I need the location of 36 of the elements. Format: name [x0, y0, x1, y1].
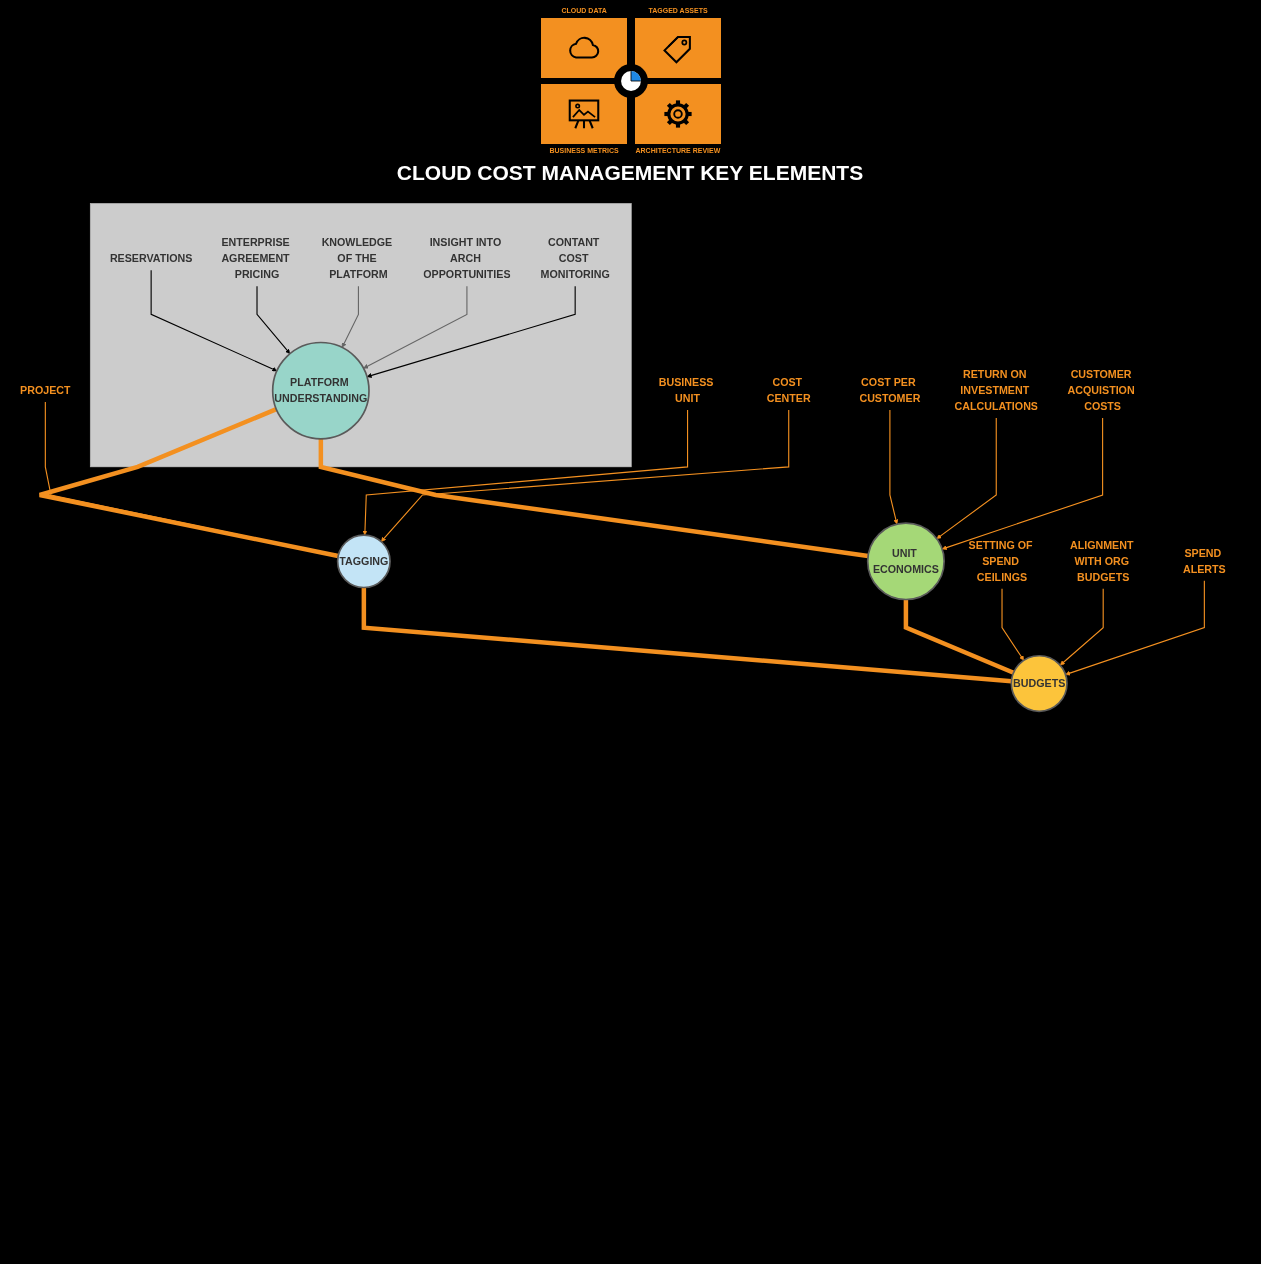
arrow [341, 285, 359, 348]
node-circle: TAGGING [336, 534, 391, 589]
node-text: ALIGNMENT WITH ORG BUDGETS [1069, 538, 1134, 583]
node-text: CONTANT COST MONITORING [540, 236, 610, 281]
node-text: RETURN ON INVESTMENT CALCULATIONS [954, 368, 1038, 413]
arrow [1059, 588, 1104, 666]
arrow [362, 409, 689, 536]
arrow [366, 285, 576, 378]
arrow [936, 417, 997, 539]
connector [361, 587, 1012, 684]
node-text: INSIGHT INTO ARCH OPPORTUNITIES [423, 236, 511, 281]
node-text: BUSINESS UNIT [658, 376, 714, 405]
arrow [381, 409, 790, 542]
node-text: SPEND ALERTS [1182, 546, 1226, 575]
node-circle: UNIT ECONOMICS [866, 522, 945, 601]
node-text: KNOWLEDGE OF THE PLATFORM [321, 236, 393, 281]
node-text: PROJECT [20, 384, 71, 397]
node-text: COST CENTER [766, 376, 811, 405]
node-text: SETTING OF SPEND CEILINGS [968, 538, 1033, 583]
arrow [363, 285, 468, 369]
node-text: ENTERPRISE AGREEMENT PRICING [221, 236, 290, 281]
arrow [256, 285, 291, 354]
diagram-title: CLOUD COST MANAGEMENT KEY ELEMENTS [395, 160, 865, 186]
arrow [1065, 580, 1205, 676]
node-text: COST PER CUSTOMER [859, 376, 921, 405]
node-circle: PLATFORM UNDERSTANDING [271, 341, 370, 440]
node-text: RESERVATIONS [109, 252, 193, 265]
connector [903, 599, 1015, 675]
node-text: CUSTOMER ACQUISTION COSTS [1067, 368, 1135, 413]
arrow [889, 409, 899, 525]
cluster [89, 203, 632, 468]
connector [318, 438, 869, 559]
arrow [150, 269, 278, 372]
arrow [1001, 588, 1024, 661]
node-circle: BUDGETS [1010, 654, 1068, 713]
arrow [941, 417, 1104, 550]
